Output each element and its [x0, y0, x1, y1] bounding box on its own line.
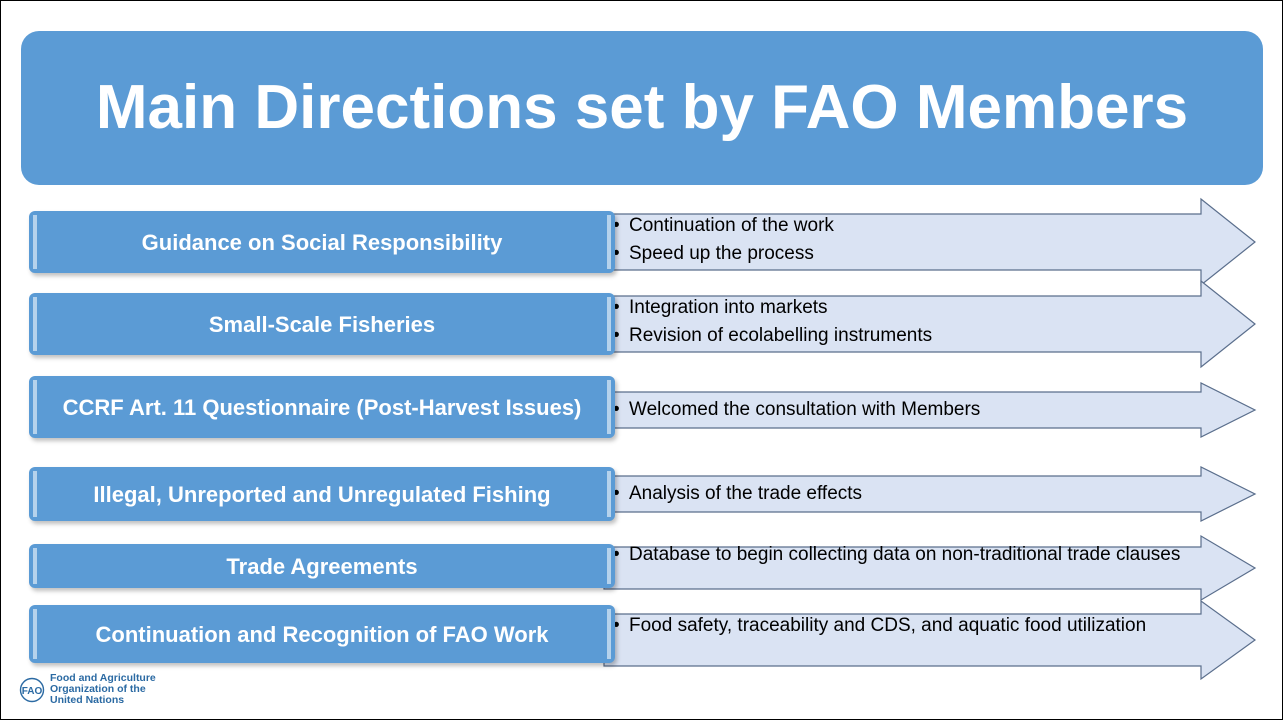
arrow-shape-icon — [603, 382, 1257, 438]
bullet-item: • Integration into markets — [611, 297, 1201, 319]
direction-label: Continuation and Recognition of FAO Work — [95, 621, 549, 647]
row-arrow — [603, 197, 1257, 287]
direction-label-box: Guidance on Social Responsibility — [29, 211, 615, 273]
box-edge — [33, 380, 37, 434]
bullet-item: • Analysis of the trade effects — [611, 483, 1201, 505]
bullet-dot: • — [613, 215, 620, 236]
svg-text:FAO: FAO — [22, 686, 43, 697]
bullet-item: • Welcomed the consultation with Members — [611, 399, 1201, 421]
row-arrow — [603, 466, 1257, 522]
box-edge — [607, 609, 611, 659]
row-arrow — [603, 279, 1257, 369]
arrow-polygon — [603, 599, 1257, 681]
box-edge — [607, 471, 611, 517]
arrow-shape-icon — [603, 534, 1257, 602]
bullet-text: Integration into markets — [629, 297, 828, 318]
bullet-dot: • — [613, 544, 620, 565]
box-edge — [607, 548, 611, 584]
direction-label: Illegal, Unreported and Unregulated Fish… — [93, 481, 551, 507]
box-edge — [607, 297, 611, 351]
bullet-item: • Database to begin collecting data on no… — [611, 544, 1201, 566]
bullet-text: Food safety, traceability and CDS, and a… — [629, 615, 1147, 636]
direction-label-box: CCRF Art. 11 Questionnaire (Post-Harvest… — [29, 376, 615, 438]
logo-text: Food and Agriculture Organization of the… — [50, 673, 156, 706]
direction-label-box: Continuation and Recognition of FAO Work — [29, 605, 615, 663]
bullet-list: • Continuation of the work • Speed up the p… — [611, 215, 1201, 271]
box-edge — [33, 609, 37, 659]
direction-label: Guidance on Social Responsibility — [141, 229, 503, 255]
bullet-text: Revision of ecolabelling instruments — [629, 325, 933, 346]
bullet-list: • Welcomed the consultation with Members — [611, 399, 1201, 427]
arrow-shape-icon — [603, 466, 1257, 522]
fao-emblem-icon: FAO — [19, 677, 45, 702]
bullet-text: Continuation of the work — [629, 215, 834, 236]
direction-label-box: Trade Agreements — [29, 544, 615, 588]
bullet-item: • Speed up the process — [611, 243, 1201, 265]
box-edge — [33, 215, 37, 269]
box-edge — [607, 380, 611, 434]
bullet-text: Speed up the process — [629, 243, 814, 264]
arrow-polygon — [603, 279, 1256, 369]
arrow-polygon — [603, 197, 1256, 287]
direction-label: CCRF Art. 11 Questionnaire (Post-Harvest… — [62, 394, 582, 420]
bullet-text: Database to begin collecting data on non… — [629, 544, 1181, 565]
logo-line: Food and Agriculture — [50, 672, 156, 684]
direction-label-box: Small-Scale Fisheries — [29, 293, 615, 355]
bullet-list: • Integration into markets • Revision of ec… — [611, 297, 1201, 353]
arrow-polygon — [603, 466, 1257, 522]
logo-line: Organization of the — [50, 683, 146, 695]
arrow-polygon — [603, 382, 1257, 438]
arrow-shape-icon — [603, 197, 1256, 287]
direction-label-box: Illegal, Unreported and Unregulated Fish… — [29, 467, 615, 521]
row-arrow — [603, 382, 1257, 438]
bullet-item: • Food safety, traceability and CDS, and … — [611, 615, 1201, 637]
box-edge — [607, 215, 611, 269]
title-banner: Main Directions set by FAO Members — [21, 31, 1263, 185]
arrow-shape-icon — [603, 279, 1256, 369]
direction-label: Trade Agreements — [226, 553, 418, 579]
page-title: Main Directions set by FAO Members — [95, 73, 1189, 142]
bullet-list: • Database to begin collecting data on no… — [611, 544, 1201, 572]
box-edge — [33, 297, 37, 351]
bullet-dot: • — [613, 297, 620, 318]
bullet-dot: • — [613, 325, 620, 346]
arrow-polygon — [603, 534, 1257, 602]
bullet-list: • Analysis of the trade effects — [611, 483, 1201, 511]
bullet-dot: • — [613, 243, 620, 264]
fao-logo: FAO Food and Agriculture Organization of… — [19, 673, 156, 706]
bullet-text: Welcomed the consultation with Members — [629, 399, 981, 420]
bullet-list: • Food safety, traceability and CDS, and … — [611, 615, 1201, 643]
bullet-dot: • — [613, 483, 620, 504]
row-arrow — [603, 534, 1257, 602]
direction-label: Small-Scale Fisheries — [208, 311, 436, 337]
logo-line: United Nations — [50, 694, 125, 706]
bullet-item: • Continuation of the work — [611, 215, 1201, 237]
bullet-dot: • — [613, 399, 620, 420]
bullet-text: Analysis of the trade effects — [629, 483, 863, 504]
box-edge — [33, 548, 37, 584]
box-edge — [33, 471, 37, 517]
bullet-dot: • — [613, 615, 620, 636]
row-arrow — [603, 599, 1257, 681]
arrow-shape-icon — [603, 599, 1257, 681]
bullet-item: • Revision of ecolabelling instruments — [611, 325, 1201, 347]
